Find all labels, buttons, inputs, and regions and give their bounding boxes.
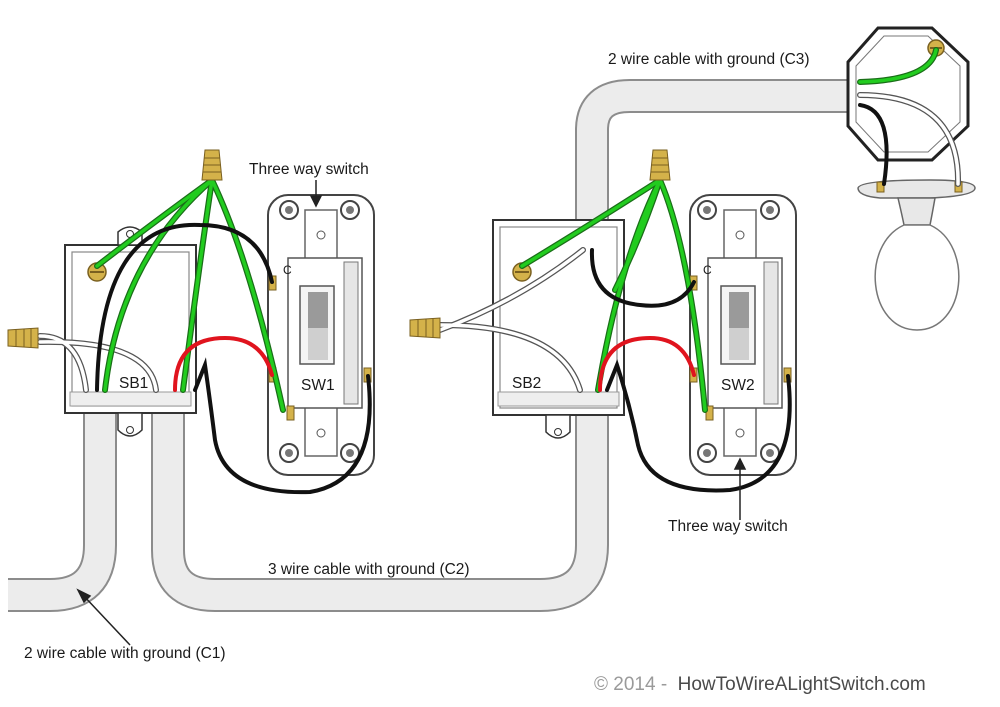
- label-three-way-switch-top: Three way switch: [249, 161, 369, 178]
- label-sw1: SW1: [301, 377, 335, 394]
- label-sb2: SB2: [512, 375, 541, 392]
- cable-c1: [8, 405, 117, 612]
- label-cable-c3: 2 wire cable with ground (C3): [608, 51, 810, 68]
- traveler-red-wires: [173, 335, 696, 392]
- switch-box-sb1: [64, 226, 197, 437]
- copyright: © 2014 - HowToWireALightSwitch.com: [594, 674, 926, 695]
- callout-arrows: [76, 180, 747, 646]
- label-common-sw1: C: [283, 263, 292, 277]
- label-cable-c2: 3 wire cable with ground (C2): [268, 561, 470, 578]
- neutral-wires: [37, 92, 962, 393]
- label-sw2: SW2: [721, 377, 755, 394]
- light-bulb-icon: [857, 179, 976, 331]
- label-three-way-switch-bottom: Three way switch: [668, 518, 788, 535]
- hot-wires: [95, 103, 889, 495]
- ground-wires: [94, 47, 939, 413]
- switch-sw1: [267, 194, 375, 476]
- wire-nut-icon: [7, 149, 671, 349]
- label-common-sw2: C: [703, 263, 712, 277]
- cable-c2: [151, 79, 860, 612]
- copyright-year: © 2014 -: [594, 674, 667, 695]
- copyright-site: HowToWireALightSwitch.com: [678, 674, 926, 695]
- label-sb1: SB1: [119, 375, 148, 392]
- switch-sw2: [689, 194, 797, 476]
- switch-box-sb2: [492, 219, 625, 439]
- label-cable-c1: 2 wire cable with ground (C1): [24, 645, 226, 662]
